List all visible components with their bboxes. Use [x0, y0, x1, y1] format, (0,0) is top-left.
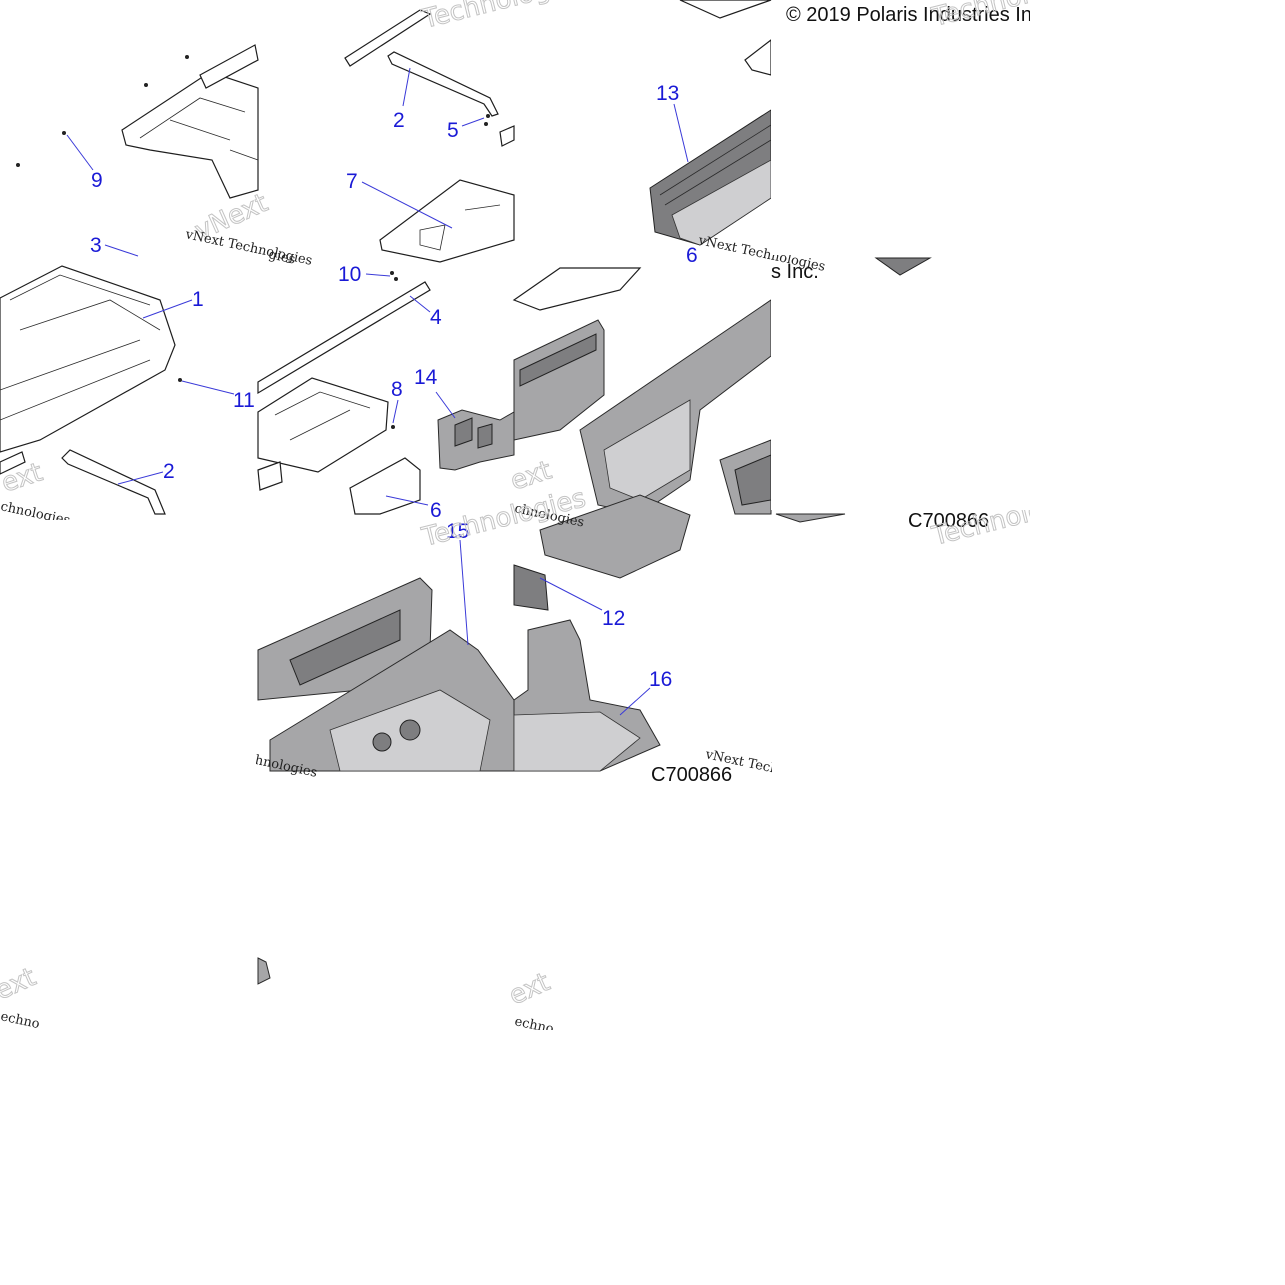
leader-4 — [409, 295, 431, 313]
leader-7 — [361, 181, 453, 229]
svg-text:echno: echno — [0, 1009, 41, 1032]
svg-text:Technologies: Technologies — [418, 0, 588, 35]
leader-6a — [385, 495, 429, 506]
callout-7: 7 — [346, 170, 358, 193]
leader-15 — [459, 539, 469, 646]
center-frame-part — [579, 299, 772, 515]
callout-16: 16 — [649, 668, 672, 691]
roof-part-1 — [0, 265, 176, 515]
rail-part-2 — [387, 51, 499, 117]
svg-text:ext: ext — [507, 455, 555, 496]
svg-text:ext: ext — [505, 967, 555, 1011]
callout-2b: 2 — [163, 460, 175, 483]
callout-11: 11 — [233, 389, 255, 412]
callout-2a: 2 — [393, 109, 405, 132]
callout-4: 4 — [430, 306, 442, 329]
drawing-code-1: C700866 — [908, 510, 989, 532]
dash-frame-part-15 — [257, 577, 515, 772]
leader-9 — [66, 134, 94, 171]
bracket-part-14 — [437, 409, 515, 471]
rail-part-top — [344, 9, 432, 67]
copyright-text: © 2019 Polaris Industries Inc. — [786, 4, 1048, 26]
svg-text:ext: ext — [0, 962, 40, 1006]
part-fragment-2 — [775, 513, 846, 523]
leader-5 — [461, 117, 485, 127]
callout-13: 13 — [656, 82, 679, 105]
callout-1: 1 — [192, 288, 204, 311]
callout-3: 3 — [90, 234, 102, 257]
leader-14 — [435, 391, 456, 419]
leader-13 — [673, 103, 689, 163]
callout-6b: 6 — [686, 244, 698, 267]
bar-part-4 — [257, 281, 431, 395]
callout-10: 10 — [338, 263, 361, 286]
leader-11 — [181, 380, 235, 395]
callout-8: 8 — [391, 378, 403, 401]
roof-bracket-part — [16, 44, 259, 199]
leader-16 — [619, 687, 651, 716]
leader-8 — [392, 399, 399, 424]
leader-1 — [142, 299, 193, 319]
leader-2a — [402, 67, 411, 107]
part-fragment-3 — [257, 957, 271, 985]
leader-10 — [365, 273, 391, 277]
floor-part-12 — [513, 494, 691, 611]
callout-9: 9 — [91, 169, 103, 192]
side-panel-part — [512, 267, 642, 441]
leader-3 — [104, 244, 139, 257]
floor-panel-part-7 — [379, 125, 515, 263]
callout-6a: 6 — [430, 499, 442, 522]
leader-2b — [117, 471, 164, 485]
callout-12: 12 — [602, 607, 625, 630]
drawing-code-2: C700866 — [651, 764, 732, 786]
svg-text:gies: gies — [267, 247, 296, 267]
callout-14: 14 — [414, 366, 438, 389]
callout-5: 5 — [447, 119, 459, 142]
callout-15: 15 — [446, 520, 469, 543]
part-fragment — [874, 257, 932, 276]
floor-tray-part-16 — [513, 619, 661, 772]
rear-panel-part-13 — [649, 0, 772, 246]
leader-12 — [539, 577, 603, 611]
copyright-fragment: s Inc. — [771, 261, 819, 283]
